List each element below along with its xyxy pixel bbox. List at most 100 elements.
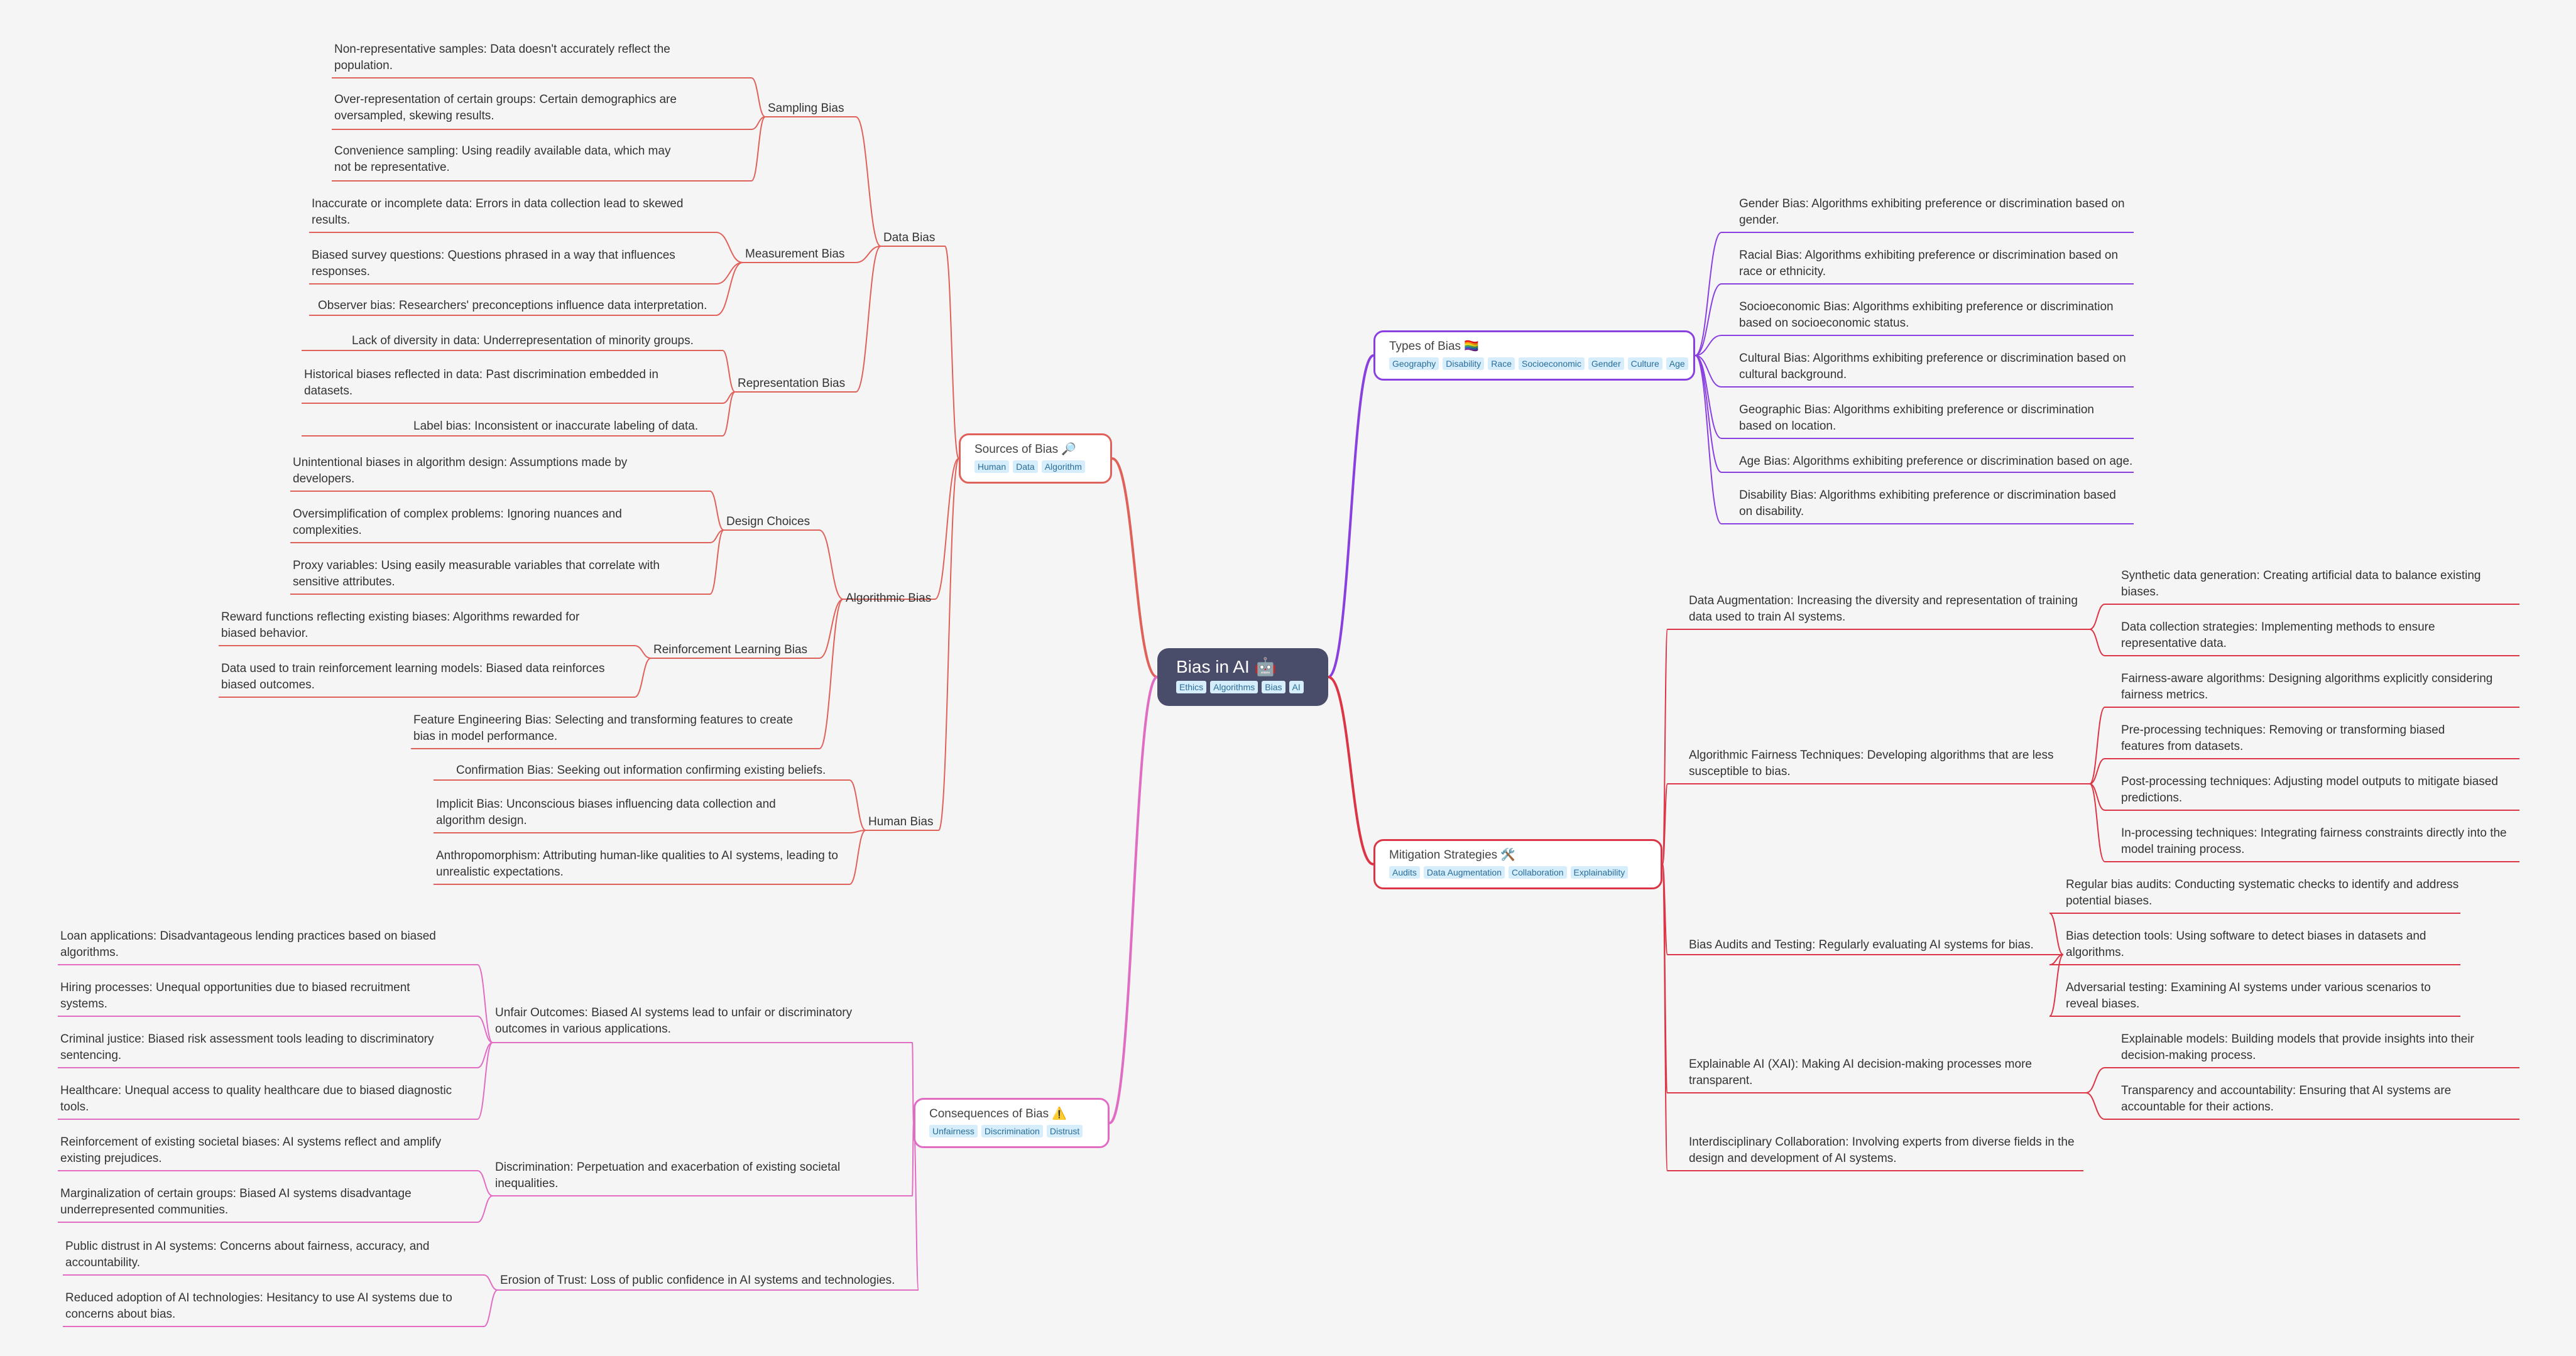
leaf-item[interactable]: Unintentional biases in algorithm design… — [293, 456, 628, 485]
leaf-item[interactable]: Disability Bias: Algorithms exhibiting p… — [1739, 489, 2116, 518]
connector-line — [709, 529, 724, 595]
connector-line — [716, 262, 743, 316]
tag[interactable]: Algorithm — [1041, 460, 1085, 473]
tag[interactable]: Unfairness — [929, 1125, 978, 1137]
leaf-item[interactable]: Adversarial testing: Examining AI system… — [2066, 981, 2431, 1011]
tag[interactable]: Bias — [1262, 681, 1285, 693]
tag[interactable]: Algorithms — [1210, 681, 1258, 693]
leaf-item[interactable]: Historical biases reflected in data: Pas… — [304, 368, 658, 398]
tag[interactable]: Audits — [1389, 866, 1420, 879]
leaf-item[interactable]: Age Bias: Algorithms exhibiting preferen… — [1739, 455, 2133, 468]
leaf-item[interactable]: In-processing techniques: Integrating fa… — [2121, 827, 2507, 856]
leaf-item[interactable]: Over-representation of certain groups: C… — [334, 93, 677, 122]
leaf-item[interactable]: Data collection strategies: Implementing… — [2121, 621, 2435, 650]
leaf-item[interactable]: Reinforcement of existing societal biase… — [60, 1136, 442, 1165]
leaf-item[interactable]: Public distrust in AI systems: Concerns … — [65, 1240, 430, 1269]
connector-line — [634, 658, 652, 698]
connector-line — [2089, 758, 2105, 784]
tag[interactable]: Explainability — [1570, 866, 1629, 879]
tag[interactable]: Disability — [1443, 357, 1485, 370]
tag[interactable]: Socioeconomic — [1518, 357, 1585, 370]
connector-line — [722, 391, 736, 437]
leaf-item[interactable]: Confirmation Bias: Seeking out informati… — [456, 764, 826, 777]
branch-representation-bias[interactable]: Representation Bias — [738, 377, 846, 390]
leaf-item[interactable]: Bias detection tools: Using software to … — [2066, 930, 2426, 959]
tag[interactable]: Distrust — [1046, 1125, 1083, 1137]
leaf-item[interactable]: Inaccurate or incomplete data: Errors in… — [312, 197, 684, 227]
branch-human-bias[interactable]: Human Bias — [868, 815, 934, 828]
branch-measurement-bias[interactable]: Measurement Bias — [745, 247, 845, 261]
branch-discrimination[interactable]: Discrimination: Perpetuation and exacerb… — [495, 1161, 841, 1190]
branch-bias-audits[interactable]: Bias Audits and Testing: Regularly evalu… — [1689, 938, 2034, 952]
leaf-item[interactable]: Marginalization of certain groups: Biase… — [60, 1187, 412, 1217]
leaf-item[interactable]: Loan applications: Disadvantageous lendi… — [60, 930, 436, 959]
tag[interactable]: Age — [1666, 357, 1688, 370]
tag[interactable]: Discrimination — [981, 1125, 1043, 1137]
leaf-item[interactable]: Racial Bias: Algorithms exhibiting prefe… — [1739, 249, 2119, 278]
tag[interactable]: Culture — [1627, 357, 1662, 370]
leaf-item[interactable]: Reduced adoption of AI technologies: Hes… — [65, 1291, 452, 1321]
connector-line — [751, 116, 766, 182]
tag[interactable]: Gender — [1588, 357, 1624, 370]
leaf-item[interactable]: Proxy variables: Using easily measurable… — [293, 559, 660, 589]
leaf-mitigation-collaboration[interactable]: Interdisciplinary Collaboration: Involvi… — [1689, 1136, 2075, 1165]
tag[interactable]: AI — [1289, 681, 1304, 693]
branch-sampling-bias[interactable]: Sampling Bias — [768, 102, 844, 115]
leaf-item[interactable]: Geographic Bias: Algorithms exhibiting p… — [1739, 403, 2094, 433]
tag[interactable]: Data — [1013, 460, 1038, 473]
tag[interactable]: Collaboration — [1509, 866, 1567, 879]
leaf-item[interactable]: Gender Bias: Algorithms exhibiting prefe… — [1739, 197, 2125, 227]
tag[interactable]: Human — [974, 460, 1010, 473]
leaf-item[interactable]: Socioeconomic Bias: Algorithms exhibitin… — [1739, 300, 2114, 330]
tag[interactable]: Ethics — [1176, 681, 1207, 693]
connector-line — [913, 1122, 919, 1291]
leaf-item[interactable]: Data used to train reinforcement learnin… — [221, 662, 605, 692]
branch-data-augmentation[interactable]: Data Augmentation: Increasing the divers… — [1689, 594, 2078, 624]
leaf-item[interactable]: Synthetic data generation: Creating arti… — [2121, 569, 2481, 599]
leaf-item[interactable]: Fairness-aware algorithms: Designing alg… — [2121, 672, 2493, 702]
branch-erosion-of-trust[interactable]: Erosion of Trust: Loss of public confide… — [500, 1274, 895, 1287]
connector-line — [477, 1195, 493, 1223]
tag[interactable]: Race — [1488, 357, 1515, 370]
branch-algorithmic-bias[interactable]: Algorithmic Bias — [846, 592, 932, 605]
leaf-item[interactable]: Explainable models: Building models that… — [2121, 1033, 2474, 1062]
tag[interactable]: Geography — [1389, 357, 1439, 370]
leaf-item[interactable]: Oversimplification of complex problems: … — [293, 507, 622, 537]
leaf-item[interactable]: Pre-processing techniques: Removing or t… — [2121, 724, 2445, 753]
branch-data-bias[interactable]: Data Bias — [883, 231, 936, 244]
connector-line — [751, 77, 766, 117]
tag[interactable]: Data Augmentation — [1423, 866, 1505, 879]
leaf-item[interactable]: Regular bias audits: Conducting systemat… — [2066, 878, 2459, 908]
leaf-item[interactable]: Biased survey questions: Questions phras… — [312, 249, 675, 278]
leaf-item[interactable]: Feature Engineering Bias: Selecting and … — [413, 713, 794, 743]
leaf-item[interactable]: Non-representative samples: Data doesn't… — [334, 43, 670, 72]
leaf-item[interactable]: Convenience sampling: Using readily avai… — [334, 144, 671, 174]
leaf-item[interactable]: Cultural Bias: Algorithms exhibiting pre… — [1739, 352, 2126, 381]
branch-reinforcement-learning-bias[interactable]: Reinforcement Learning Bias — [653, 643, 808, 656]
leaf-item[interactable]: Hiring processes: Unequal opportunities … — [60, 981, 410, 1011]
branch-algorithmic-fairness[interactable]: Algorithmic Fairness Techniques: Develop… — [1689, 749, 2054, 778]
leaf-item[interactable]: Implicit Bias: Unconscious biases influe… — [436, 798, 776, 827]
leaf-item[interactable]: Label bias: Inconsistent or inaccurate l… — [413, 420, 699, 433]
branch-explainable-ai[interactable]: Explainable AI (XAI): Making AI decision… — [1689, 1058, 2032, 1087]
leaf-item[interactable]: Lack of diversity in data: Underrepresen… — [352, 334, 694, 347]
branch-unfair-outcomes[interactable]: Unfair Outcomes: Biased AI systems lead … — [495, 1006, 853, 1036]
leaf-item[interactable]: Post-processing techniques: Adjusting mo… — [2121, 775, 2498, 805]
connector-line — [716, 262, 743, 285]
branch-design-choices[interactable]: Design Choices — [726, 515, 810, 528]
leaf-item[interactable]: Reward functions reflecting existing bia… — [221, 610, 580, 640]
leaf-item[interactable]: Anthropomorphism: Attributing human-like… — [436, 849, 838, 879]
leaf-item[interactable]: Criminal justice: Biased risk assessment… — [60, 1033, 434, 1062]
leaf-item[interactable]: Healthcare: Unequal access to quality he… — [60, 1084, 452, 1114]
connector-line — [938, 458, 959, 831]
connector-line — [855, 116, 881, 247]
leaf-item[interactable]: Observer bias: Researchers' preconceptio… — [318, 299, 707, 312]
leaf-item[interactable]: Transparency and accountability: Ensurin… — [2121, 1084, 2452, 1114]
